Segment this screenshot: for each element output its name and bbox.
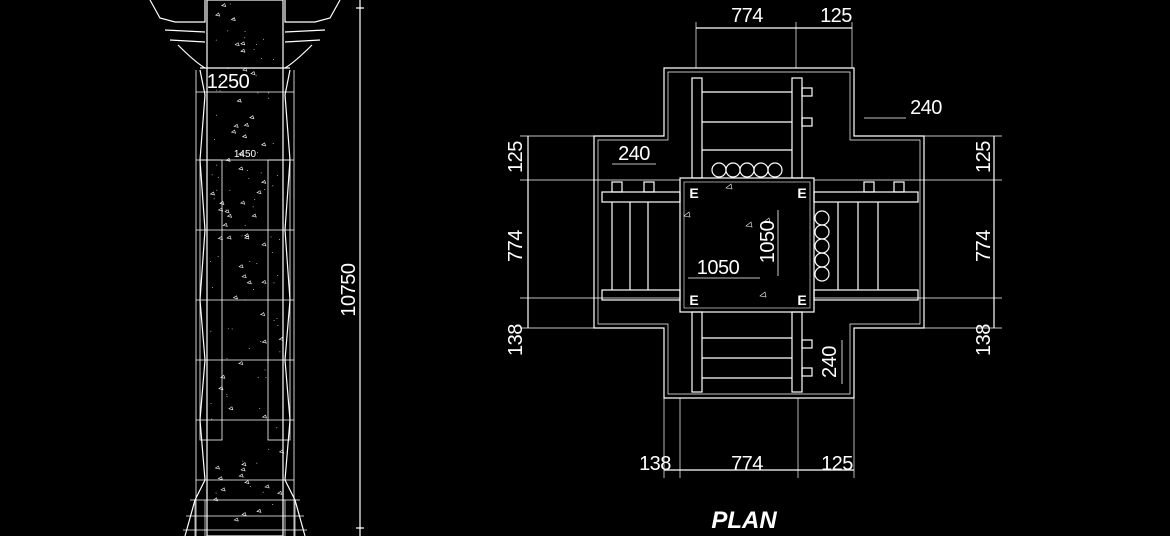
plan-top-right-dim: 125: [820, 5, 852, 27]
corner-mark-top-left: E: [689, 185, 698, 201]
column-elevation: [149, 0, 364, 536]
plan-bottom-mid-dim: 774: [731, 453, 763, 475]
corner-mark-bottom-left: E: [689, 292, 698, 308]
elevation-total-height-label: 10750: [338, 263, 360, 316]
corner-mark-bottom-right: E: [797, 292, 806, 308]
plan-left-top-dim: 125: [505, 141, 527, 173]
elevation-mid-width-label: 1450: [234, 149, 257, 160]
plan-left-mid-dim: 774: [505, 230, 527, 262]
plan-left-bar-spacing-dim: 240: [618, 143, 650, 165]
plan-bottom-left-dim: 138: [639, 453, 671, 475]
plan-bottom-bar-spacing-dim: 240: [819, 346, 841, 378]
drawing-title: PLAN: [711, 507, 777, 534]
plan-left-bottom-dim: 138: [505, 324, 527, 356]
plan-core-width-dim: 1050: [697, 257, 740, 279]
plan-right-bottom-dim: 138: [973, 324, 995, 356]
corner-mark-top-right: E: [797, 185, 806, 201]
plan-top-left-dim: 774: [731, 5, 763, 27]
plan-core-height-dim: 1050: [757, 220, 779, 263]
elevation-top-width-label: 1250: [207, 71, 250, 93]
plan-right-mid-dim: 774: [973, 230, 995, 262]
plan-right-top-dim: 125: [973, 141, 995, 173]
plan-right-bar-spacing-dim: 240: [910, 97, 942, 119]
plan-bottom-right-dim: 125: [821, 453, 853, 475]
column-plan: [520, 22, 1002, 478]
